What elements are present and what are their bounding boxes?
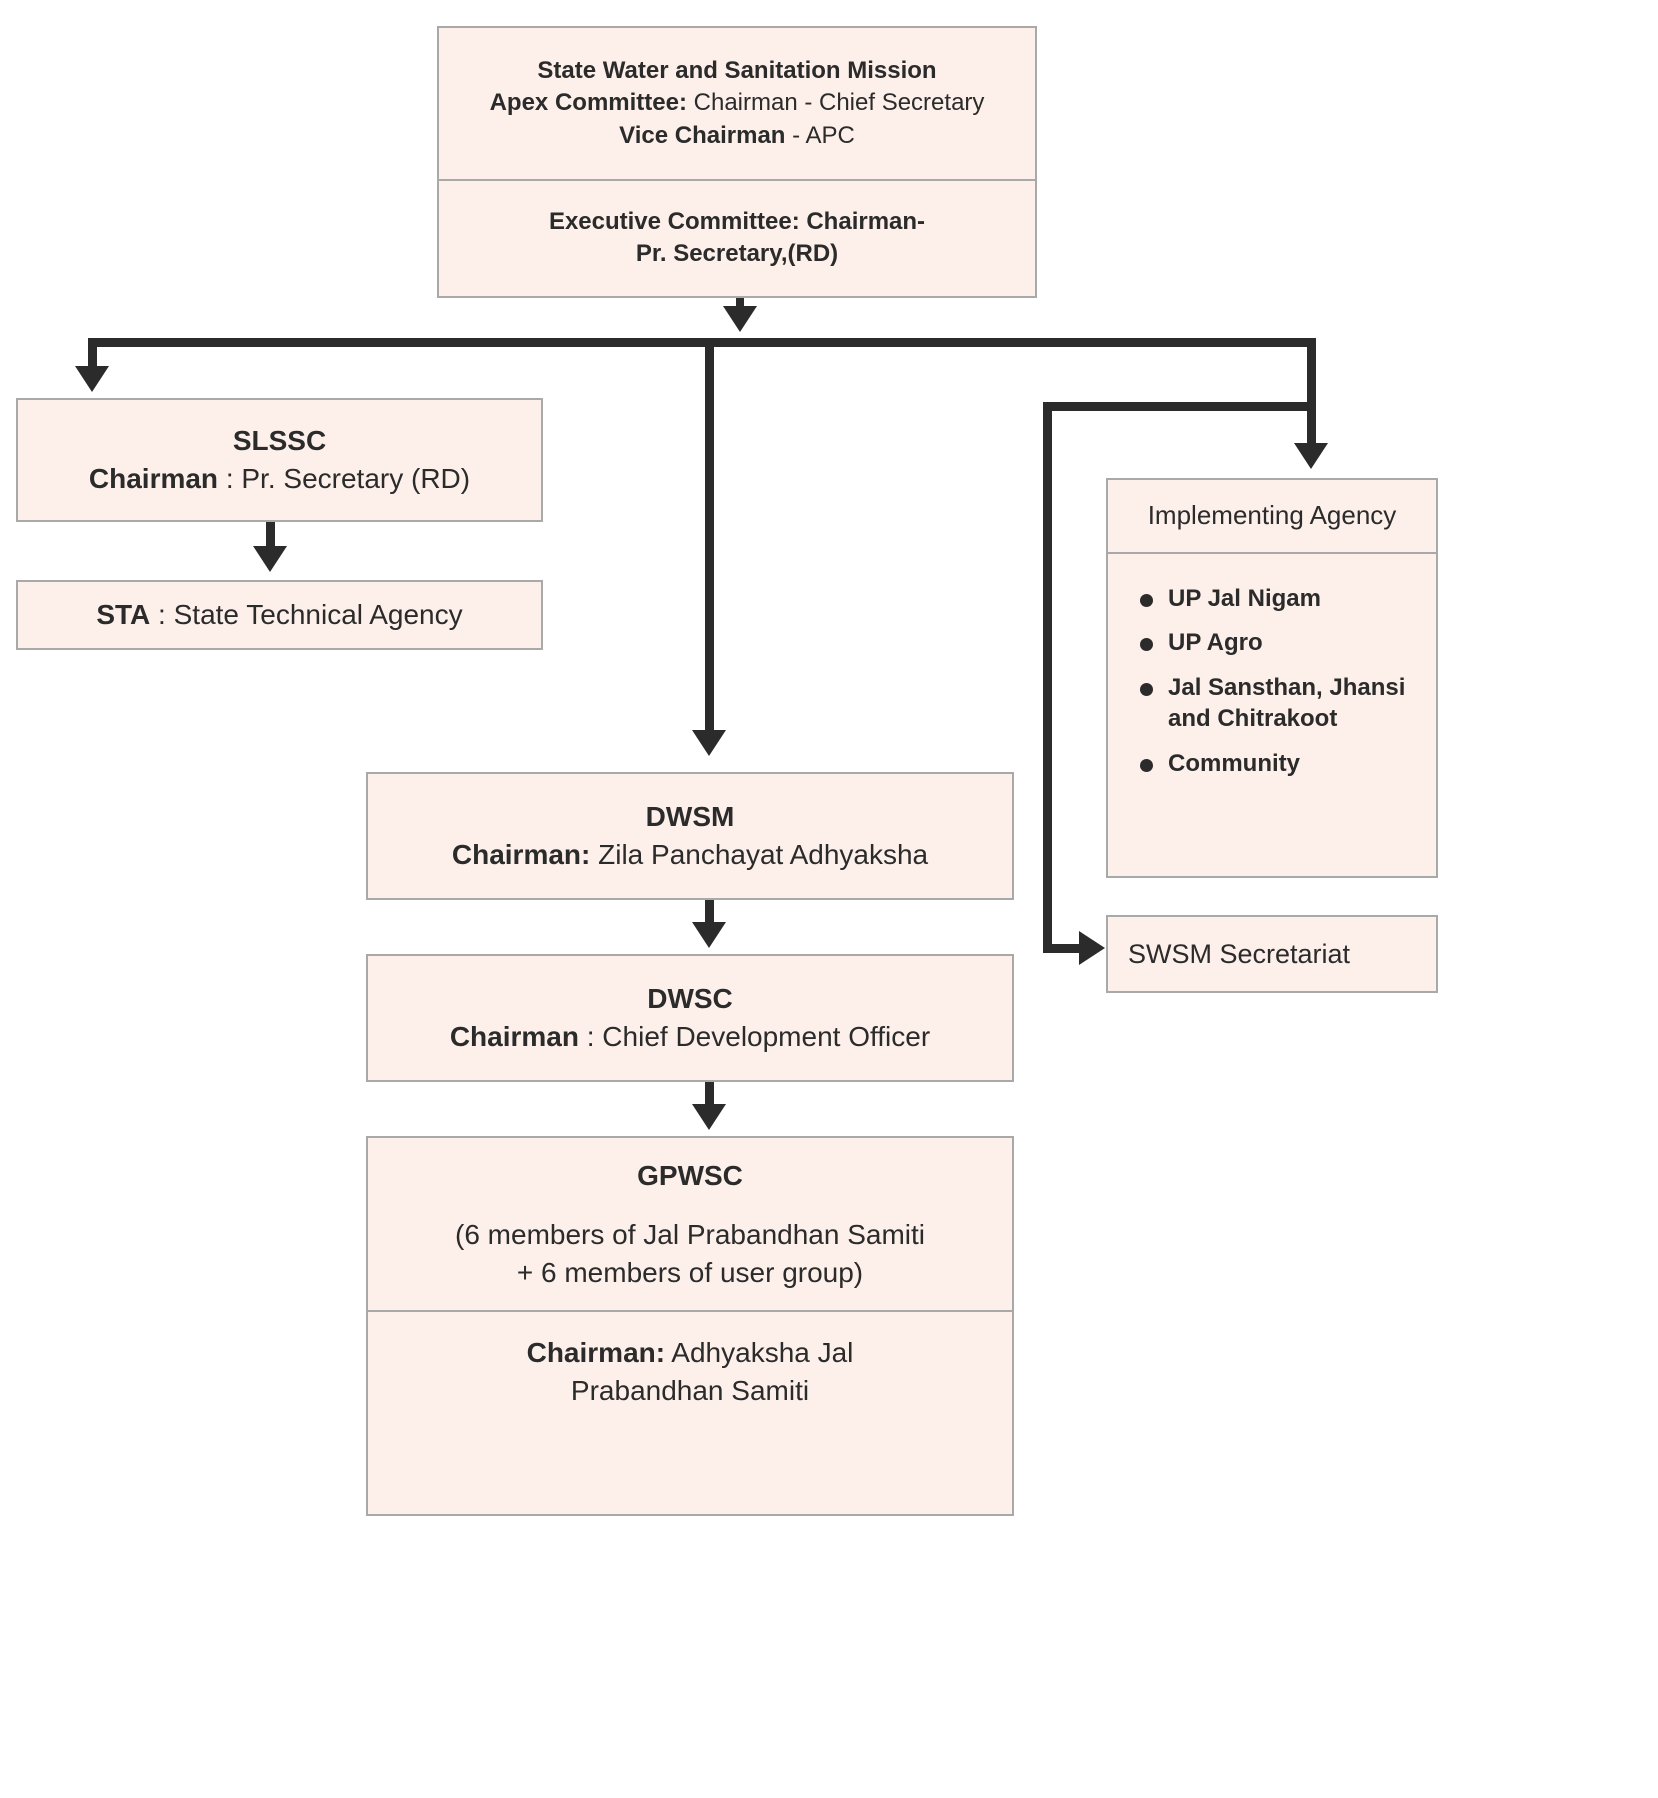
arrow-dwsm-to-dwsc — [692, 922, 726, 948]
sta-content: STA : State Technical Agency — [18, 582, 541, 648]
dwsm-chairman-label: Chairman: — [451, 839, 591, 870]
swsm-apex-row: Apex Committee: Chairman - Chief Secreta… — [453, 87, 1021, 119]
swsm-exec-line1: Executive Committee: Chairman- — [548, 208, 926, 236]
arrow-dwsc-to-gpwsc — [692, 1104, 726, 1130]
swsm-apex-label: Apex Committee: — [489, 89, 687, 117]
slssc-title: SLSSC — [232, 425, 327, 457]
connector-bus-to-slssc — [88, 338, 97, 380]
implementing-agency-box: Implementing Agency UP Jal Nigam UP Agro… — [1106, 478, 1438, 878]
connector-bus-to-dwsm — [705, 338, 714, 744]
connector-bus-to-implementing-agency — [1307, 338, 1316, 451]
slssc-chairman-row: Chairman : Pr. Secretary (RD) — [32, 460, 527, 498]
implementing-agency-list: UP Jal Nigam UP Agro Jal Sansthan, Jhans… — [1122, 584, 1422, 794]
arrow-to-slssc — [75, 366, 109, 392]
arrow-to-swsm-secretariat — [1079, 931, 1105, 965]
swsm-vice-row: Vice Chairman - APC — [453, 120, 1021, 152]
swsm-vice-value: - APC — [785, 121, 855, 149]
dwsm-chairman-row: Chairman: Zila Panchayat Adhyaksha — [382, 836, 998, 874]
gpwsc-composition-line1: (6 members of Jal Prabandhan Samiti — [455, 1219, 925, 1251]
swsm-secretariat-label: SWSM Secretariat — [1128, 938, 1351, 969]
slssc-content: SLSSC Chairman : Pr. Secretary (RD) — [18, 400, 541, 520]
dwsm-chairman-value: Zila Panchayat Adhyaksha — [590, 839, 929, 870]
gpwsc-top-section: GPWSC (6 members of Jal Prabandhan Samit… — [368, 1138, 1012, 1310]
dwsc-chairman-row: Chairman : Chief Development Officer — [382, 1018, 998, 1056]
list-item: UP Agro — [1140, 628, 1422, 659]
gpwsc-box: GPWSC (6 members of Jal Prabandhan Samit… — [366, 1136, 1014, 1516]
connector-bus-horizontal — [88, 338, 1316, 347]
slssc-chairman-label: Chairman — [88, 463, 219, 494]
implementing-agency-title: Implementing Agency — [1147, 500, 1397, 531]
gpwsc-chairman-label: Chairman: — [526, 1337, 666, 1368]
dwsm-title: DWSM — [645, 801, 735, 833]
dwsm-box: DWSM Chairman: Zila Panchayat Adhyaksha — [366, 772, 1014, 900]
dwsc-chairman-value: : Chief Development Officer — [578, 1021, 931, 1052]
list-item: Jal Sansthan, Jhansi and Chitrakoot — [1140, 673, 1422, 734]
gpwsc-chairman-value: Adhyaksha Jal — [665, 1337, 854, 1368]
arrow-slssc-to-sta — [253, 546, 287, 572]
dwsc-title: DWSC — [647, 983, 733, 1015]
arrow-to-dwsm — [692, 730, 726, 756]
list-item: Community — [1140, 749, 1422, 780]
swsm-secretariat-content: SWSM Secretariat — [1108, 917, 1436, 991]
swsm-box: State Water and Sanitation Mission Apex … — [437, 26, 1037, 298]
dwsc-chairman-label: Chairman — [449, 1021, 579, 1052]
gpwsc-composition-line2: + 6 members of user group) — [516, 1256, 864, 1288]
dwsc-box: DWSC Chairman : Chief Development Office… — [366, 954, 1014, 1082]
swsm-apex-section: State Water and Sanitation Mission Apex … — [439, 28, 1035, 179]
gpwsc-title: GPWSC — [637, 1159, 743, 1191]
swsm-exec-line2: Pr. Secretary,(RD) — [635, 240, 839, 268]
sta-abbrev: STA — [96, 599, 151, 631]
list-item: UP Jal Nigam — [1140, 584, 1422, 615]
connector-secretariat-vertical — [1043, 402, 1052, 952]
connector-secretariat-horizontal-bottom — [1043, 944, 1091, 953]
swsm-exec-section: Executive Committee: Chairman- Pr. Secre… — [439, 178, 1035, 296]
dwsc-content: DWSC Chairman : Chief Development Office… — [368, 956, 1012, 1080]
gpwsc-chairman-line2: Prabandhan Samiti — [570, 1374, 810, 1406]
sta-expansion: : State Technical Agency — [150, 599, 463, 631]
dwsm-content: DWSM Chairman: Zila Panchayat Adhyaksha — [368, 774, 1012, 898]
slssc-chairman-value: : Pr. Secretary (RD) — [218, 463, 471, 494]
connector-dwsm-to-dwsc — [705, 900, 714, 928]
connector-secretariat-horizontal-top — [1043, 402, 1315, 411]
connector-dwsc-to-gpwsc — [705, 1082, 714, 1110]
gpwsc-chairman-row: Chairman: Adhyaksha Jal — [382, 1334, 998, 1372]
connector-slssc-to-sta — [266, 522, 275, 552]
arrow-to-implementing-agency — [1294, 443, 1328, 469]
sta-row: STA : State Technical Agency — [32, 596, 527, 634]
implementing-agency-header: Implementing Agency — [1108, 480, 1436, 552]
implementing-agency-body: UP Jal Nigam UP Agro Jal Sansthan, Jhans… — [1108, 551, 1436, 876]
swsm-secretariat-box: SWSM Secretariat — [1106, 915, 1438, 993]
arrow-swsm-to-bus — [723, 306, 757, 332]
swsm-apex-value: Chairman - Chief Secretary — [686, 89, 985, 117]
slssc-box: SLSSC Chairman : Pr. Secretary (RD) — [16, 398, 543, 522]
swsm-vice-label: Vice Chairman — [619, 121, 786, 149]
swsm-heading: State Water and Sanitation Mission — [537, 57, 937, 85]
sta-box: STA : State Technical Agency — [16, 580, 543, 650]
connector-swsm-stub — [736, 298, 744, 312]
gpwsc-chairman-section: Chairman: Adhyaksha Jal Prabandhan Samit… — [368, 1310, 1012, 1514]
